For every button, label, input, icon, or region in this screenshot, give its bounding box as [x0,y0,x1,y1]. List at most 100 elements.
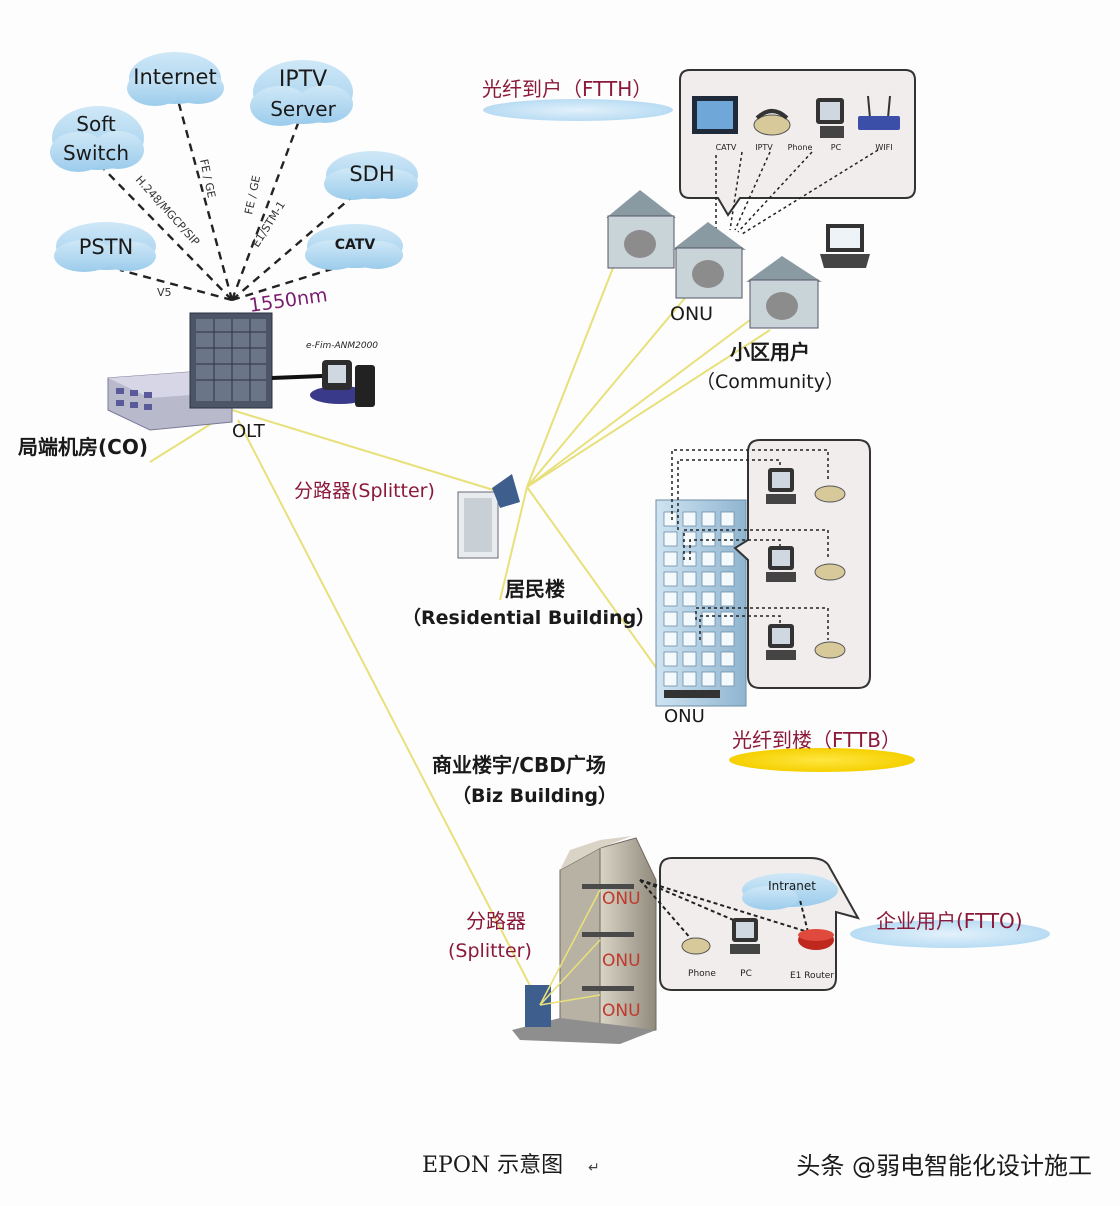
fttb-floor-3-phone-icon [814,641,846,659]
house-1 [606,190,676,269]
building-window [720,511,735,527]
co-label: 局端机房(CO) [17,435,148,459]
cloud-catv-label: CATV [335,237,376,253]
catv-tv-icon [692,96,738,134]
splitter-box [457,474,520,559]
ftto-device-label-phone: Phone [688,969,716,979]
building-window [663,551,678,567]
house-2 [672,222,746,299]
watermark: 头条 @弱电智能化设计施工 [796,1152,1092,1180]
building-window [720,611,735,627]
link-v5-label: V5 [157,286,172,299]
main-splitter-label: 分路器(Splitter) [294,480,435,502]
community-en-label: （Community） [696,371,844,393]
house-3 [746,256,822,329]
cloud-pstn-label: PSTN [79,235,134,259]
cloud-catv: CATV [305,224,403,270]
building-window [701,591,716,607]
ftto-device-label-router: E1 Router [790,971,834,981]
building-window [720,571,735,587]
fttb-label: 光纤到楼（FTTB） [732,728,901,752]
building-window [701,511,716,527]
cloud-soft-switch: Soft Switch [50,106,144,172]
ftth-drop-lines [715,149,879,235]
cloud-sdh-label: SDH [349,162,394,186]
biz-riser-lines [539,889,601,1006]
e1-router-icon [798,929,834,950]
olt-label: OLT [232,421,266,442]
cloud-soft-label-2: Switch [63,141,129,165]
phone-icon [753,109,791,136]
ftth-device-label-wifi: WIFI [875,143,892,152]
building-window [682,651,697,667]
ftth-device-label-phone: Phone [788,143,813,152]
building-window [682,631,697,647]
intranet-cloud [742,873,838,910]
community-cn-label: 小区用户 [730,340,810,364]
ftth-device-label-catv: CATV [716,143,737,152]
laptop-icon [820,224,870,268]
biz-onu-label-1: ONU [602,889,641,909]
cloud-pstn: PSTN [54,222,156,272]
building-window [663,671,678,687]
link-fe-ge-label-2: FE / GE [242,174,263,215]
residential-cn-label: 居民楼 [505,577,565,601]
building-window [720,591,735,607]
building-window [701,671,716,687]
ftto-pc-icon [730,918,760,954]
building-window [682,591,697,607]
fttb-drop-lines [671,449,829,640]
residential-building [655,499,747,707]
cloud-soft-label-1: Soft [76,112,116,136]
fttb-floor-2-pc-icon [766,546,796,582]
ftth-onu-label: ONU [670,303,713,325]
residential-onu-label: ONU [664,706,705,727]
building-window [682,511,697,527]
building-window [701,531,716,547]
building-window [663,651,678,667]
building-window [663,511,678,527]
wavelength-label: 1550nm [248,284,329,317]
ftth-device-label-iptv: IPTV [755,143,773,152]
fiber-lines [149,249,771,1006]
service-links [99,99,361,302]
wifi-router-icon [858,95,900,130]
fttb-floor-1-phone-icon [814,485,846,503]
building-window [701,611,716,627]
biz-tower [512,836,657,1044]
nms-workstation [310,360,375,407]
biz-splitter-en-label: (Splitter) [448,940,532,962]
ftto-device-label-pc: PC [740,969,752,979]
cloud-internet-label: Internet [133,65,216,89]
building-window [701,631,716,647]
building-window [663,531,678,547]
ftto-links [639,879,809,941]
fttb-floor-2-phone-icon [814,563,846,581]
building-window [663,591,678,607]
building-window [663,571,678,587]
cloud-iptv-label-1: IPTV [279,67,327,92]
ftto-phone-icon [681,937,711,955]
cloud-internet: Internet [127,52,224,106]
diagram-caption: EPON 示意图 [422,1153,563,1178]
building-window [701,651,716,667]
building-window [682,571,697,587]
building-window [720,551,735,567]
building-window [720,671,735,687]
building-window [682,671,697,687]
ftth-label: 光纤到户（FTTH） [482,77,652,101]
building-window [701,571,716,587]
biz-onu-label-3: ONU [602,1001,641,1021]
fttb-device-callout [733,439,871,689]
building-window [682,531,697,547]
biz-en-label: （Biz Building） [452,784,617,807]
biz-splitter-cn-label: 分路器 [466,909,526,933]
cloud-sdh: SDH [324,151,418,200]
ftto-ellipse [850,920,1050,948]
ftto-label: 企业用户(FTTO) [876,909,1023,933]
phone-icon-2 [816,98,844,138]
olt-rack [189,312,323,409]
cloud-iptv-label-2: Server [270,97,336,121]
building-window [720,631,735,647]
